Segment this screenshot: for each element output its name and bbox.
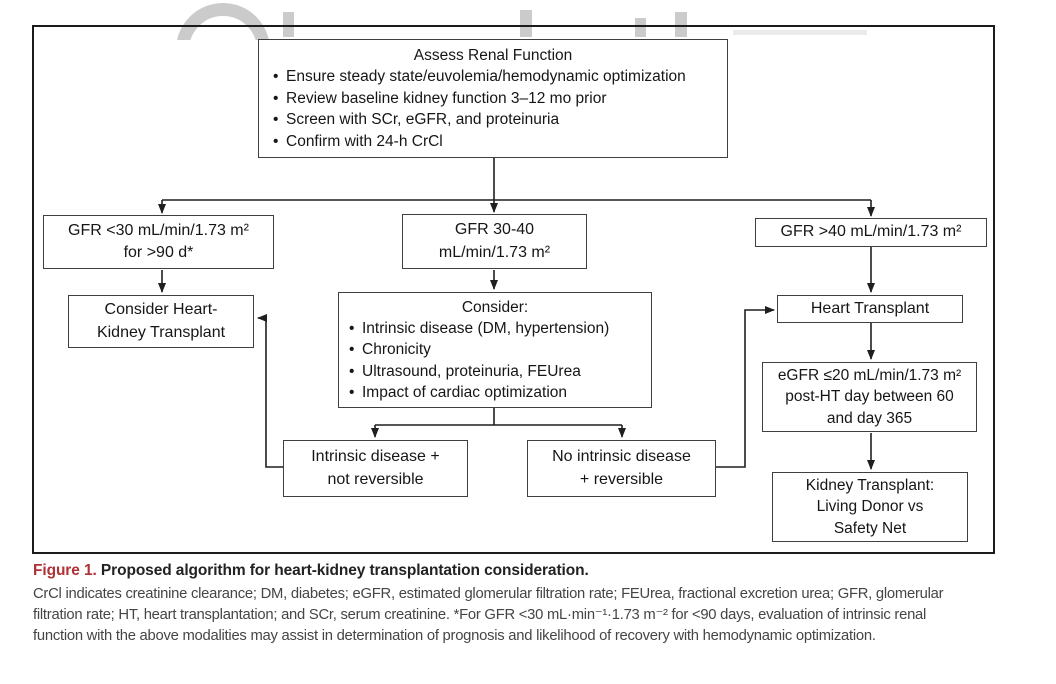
gfr-under-30-line2: for >90 d*: [123, 244, 194, 261]
no-intrinsic-line1: No intrinsic disease: [552, 448, 691, 466]
kidney-tx-line1: Kidney Transplant:: [805, 476, 935, 494]
consider-bullet: Intrinsic disease (DM, hypertension): [349, 318, 643, 340]
kidney-tx-line2: Living Donor vs: [816, 498, 924, 516]
assess-bullet: Confirm with 24-h CrCl: [273, 131, 719, 153]
gfr-30-40-line2: mL/min/1.73 m²: [438, 243, 551, 261]
intrinsic-line2: not reversible: [327, 470, 424, 488]
no-intrinsic-line2: + reversible: [579, 470, 664, 488]
watermark-streak: [733, 30, 867, 35]
watermark-bar: [283, 12, 294, 37]
egfr-post-ht-line1: eGFR ≤20 mL/min/1.73 m²: [777, 366, 962, 384]
caption-body: CrCl indicates creatinine clearance; DM,…: [33, 584, 1043, 647]
assess-bullet: Ensure steady state/euvolemia/hemodynami…: [273, 66, 719, 88]
gfr-over-40-line1: GFR >40 mL/min/1.73 m²: [780, 223, 962, 241]
caption-body-line: function with the above modalities may a…: [33, 628, 876, 644]
kidney-tx-line3: Safety Net: [833, 519, 907, 537]
consider-hk-line2: Kidney Transplant: [96, 323, 226, 341]
no-intrinsic-reversible-box: No intrinsic disease + reversible: [527, 440, 716, 497]
egfr-post-ht-box: eGFR ≤20 mL/min/1.73 m² post-HT day betw…: [762, 362, 977, 432]
consider-criteria-box: Consider: Intrinsic disease (DM, hyperte…: [338, 292, 652, 408]
consider-title: Consider:: [461, 298, 529, 316]
consider-bullet: Impact of cardiac optimization: [349, 382, 643, 404]
figure-number-label: Figure 1.: [33, 562, 97, 579]
egfr-post-ht-line2: post-HT day between 60: [785, 388, 954, 406]
kidney-transplant-box: Kidney Transplant: Living Donor vs Safet…: [772, 472, 968, 542]
consider-bullet: Ultrasound, proteinuria, FEUrea: [349, 361, 643, 383]
heart-transplant-label: Heart Transplant: [810, 299, 930, 317]
watermark-bar: [675, 12, 687, 37]
intrinsic-line1: Intrinsic disease +: [311, 448, 440, 466]
assess-bullet: Screen with SCr, eGFR, and proteinuria: [273, 109, 719, 131]
consider-heart-kidney-box: Consider Heart- Kidney Transplant: [68, 295, 254, 348]
heart-transplant-box: Heart Transplant: [777, 295, 963, 323]
caption-title: Proposed algorithm for heart-kidney tran…: [96, 562, 589, 579]
caption-body-line: filtration rate; HT, heart transplantati…: [33, 607, 927, 623]
gfr-30-40-box: GFR 30-40 mL/min/1.73 m²: [402, 214, 587, 269]
gfr-under-30-line1: GFR <30 mL/min/1.73 m²: [68, 221, 249, 239]
gfr-30-40-line1: GFR 30-40: [454, 221, 535, 239]
figure-caption: Figure 1. Proposed algorithm for heart-k…: [33, 562, 1043, 647]
gfr-under-30-box: GFR <30 mL/min/1.73 m² for >90 d*: [43, 215, 274, 269]
watermark-bar: [520, 10, 532, 37]
consider-hk-line1: Consider Heart-: [104, 301, 218, 319]
caption-body-line: CrCl indicates creatinine clearance; DM,…: [33, 586, 944, 602]
gfr-over-40-box: GFR >40 mL/min/1.73 m²: [755, 218, 987, 247]
figure-border: [32, 25, 995, 554]
intrinsic-not-reversible-box: Intrinsic disease + not reversible: [283, 440, 468, 497]
caption-heading: Figure 1. Proposed algorithm for heart-k…: [33, 562, 1043, 580]
assess-renal-function-box: Assess Renal Function Ensure steady stat…: [258, 39, 728, 158]
assess-title: Assess Renal Function: [413, 47, 573, 65]
egfr-post-ht-line3: and day 365: [826, 409, 913, 427]
watermark-arch: [176, 3, 270, 40]
watermark-bar: [635, 18, 646, 37]
assess-bullet: Review baseline kidney function 3–12 mo …: [273, 88, 719, 110]
consider-bullet: Chronicity: [349, 339, 643, 361]
